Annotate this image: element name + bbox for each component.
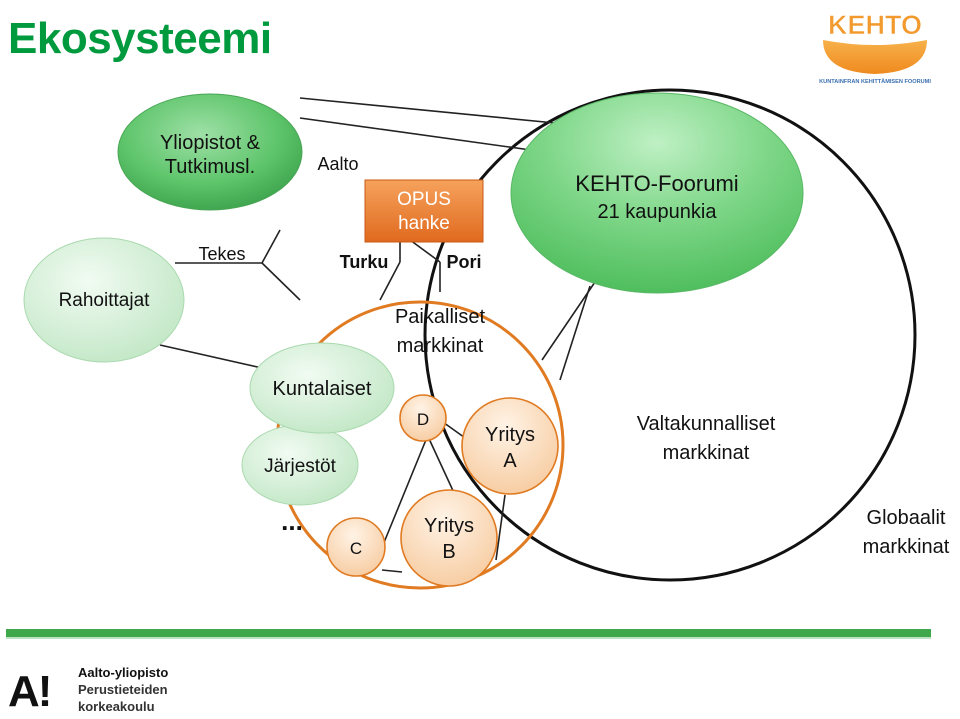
- yritys-a-label-line2: A: [503, 450, 517, 472]
- paikalliset-label-line2: markkinat: [397, 335, 484, 357]
- opus-label-line1: OPUS: [397, 189, 451, 210]
- kuntalaiset-node: [249, 342, 395, 434]
- yritys-b-label-line2: B: [442, 541, 455, 563]
- globaalit-label-line1: Globaalit: [867, 507, 946, 529]
- yliopistot-node: [117, 93, 303, 211]
- aalto-logo-line2: Perustieteiden: [78, 682, 168, 697]
- d-label: D: [417, 410, 429, 429]
- yritys-a-label-line1: Yritys: [485, 424, 535, 446]
- kehto-cities-label: 21 kaupunkia: [598, 201, 718, 223]
- kehto-wordmark: KEHTO: [828, 10, 922, 40]
- valtakunnalliset-label-line2: markkinat: [663, 442, 750, 464]
- ellipsis-label: ...: [281, 506, 303, 536]
- yritys-b-label-line1: Yritys: [424, 515, 474, 537]
- globaalit-label-line2: markkinat: [863, 536, 950, 558]
- c-label: C: [350, 539, 362, 558]
- footer-bar-shadow: [6, 637, 931, 639]
- kuntalaiset-label: Kuntalaiset: [273, 378, 372, 400]
- rahoittajat-label: Rahoittajat: [59, 290, 151, 311]
- kehto-tagline: KUNTAINFRAN KEHITTÄMISEN FOORUMI: [819, 78, 931, 85]
- turku-label: Turku: [340, 252, 389, 272]
- yritys-a-node: [461, 397, 559, 495]
- rahoittajat-node: [23, 237, 185, 363]
- kehto-foorumi-node: [510, 92, 804, 294]
- connection-lines: [159, 97, 596, 573]
- valtakunnalliset-label-line1: Valtakunnalliset: [637, 413, 776, 435]
- yliopistot-label-line1: Yliopistot &: [160, 132, 261, 154]
- d-node: [399, 394, 447, 442]
- opus-label-line2: hanke: [398, 213, 450, 234]
- jarjestot-label: Järjestöt: [264, 456, 337, 477]
- footer-bar: [6, 629, 931, 637]
- kehto-foorumi-label: KEHTO-Foorumi: [575, 171, 738, 196]
- pori-label: Pori: [446, 252, 481, 272]
- aalto-logo-line3: korkeakoulu: [78, 699, 155, 714]
- aalto-mark: A!: [8, 667, 50, 714]
- opus-node: [364, 179, 484, 243]
- aalto-logo: A! Aalto-yliopisto Perustieteiden korkea…: [8, 664, 198, 716]
- aalto-label: Aalto: [317, 154, 358, 174]
- aalto-logo-line1: Aalto-yliopisto: [78, 665, 168, 680]
- paikalliset-label-line1: Paikalliset: [395, 306, 485, 328]
- kehto-bowl-shape: [823, 40, 927, 74]
- tekes-label: Tekes: [198, 244, 245, 264]
- yliopistot-label-line2: Tutkimusl.: [165, 156, 255, 178]
- c-node: [326, 517, 386, 577]
- yritys-b-node: [400, 489, 498, 587]
- page-title: Ekosysteemi: [8, 14, 272, 63]
- kehto-logo: KEHTO KUNTAINFRAN KEHITTÄMISEN FOORUMI: [815, 6, 935, 90]
- national-markets-circle: [423, 88, 917, 582]
